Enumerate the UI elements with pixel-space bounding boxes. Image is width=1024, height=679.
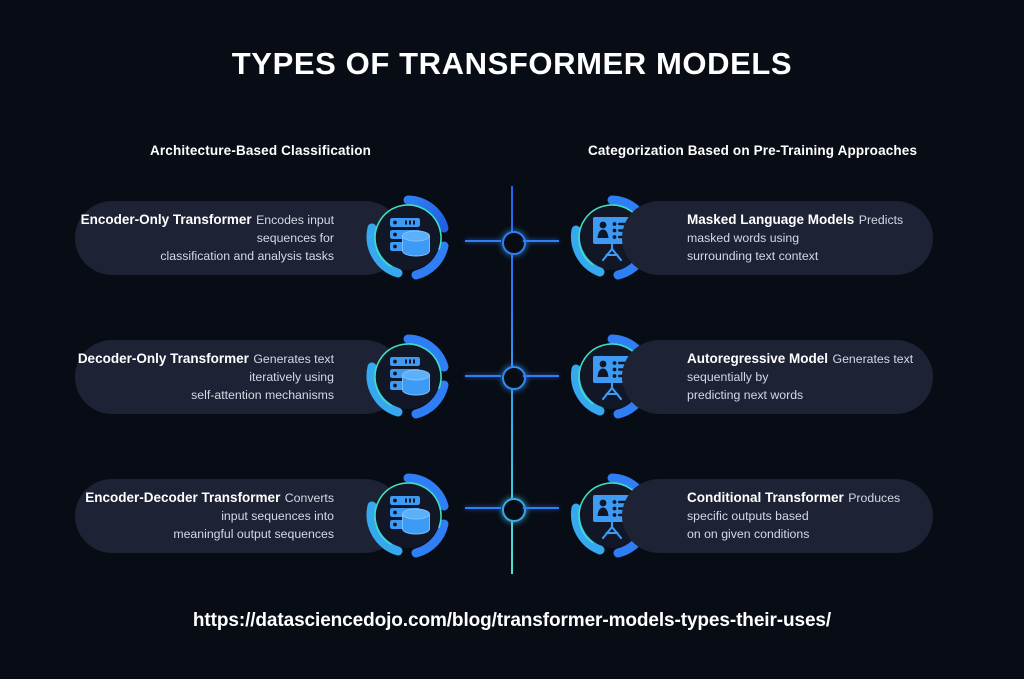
card-left-2[interactable]: Decoder-Only Transformer Generates text …	[75, 340, 402, 414]
connector-arm-right-2	[523, 375, 559, 377]
connector-arm-right-1	[523, 240, 559, 242]
card-right-1-description: Predicts masked words using surrounding …	[687, 213, 904, 263]
card-right-3-text: Conditional Transformer Produces specifi…	[687, 489, 933, 543]
source-url[interactable]: https://datasciencedojo.com/blog/transfo…	[192, 610, 832, 631]
right-column-header: Categorization Based on Pre-Training App…	[588, 143, 918, 158]
card-left-1-text: Encoder-Only Transformer Encodes input s…	[75, 211, 334, 265]
center-node-2	[502, 366, 526, 390]
card-right-1-title: Masked Language Models	[687, 212, 855, 227]
card-right-2-description: Generates text sequentially by predictin…	[687, 352, 914, 402]
server-database-icon-3	[358, 466, 458, 566]
row-3: Encoder-Decoder Transformer Converts inp…	[0, 466, 1024, 566]
page-title: TYPES OF TRANSFORMER MODELS	[231, 46, 793, 81]
card-left-1[interactable]: Encoder-Only Transformer Encodes input s…	[75, 201, 402, 275]
card-right-2[interactable]: Autoregressive Model Generates text sequ…	[622, 340, 933, 414]
connector-arm-left-3	[465, 507, 501, 509]
center-node-1	[502, 231, 526, 255]
card-right-2-text: Autoregressive Model Generates text sequ…	[687, 350, 933, 404]
connector-arm-left-1	[465, 240, 501, 242]
card-right-3-description: Produces specific outputs based on on gi…	[687, 491, 901, 541]
card-left-3-description: Converts input sequences into meaningful…	[173, 491, 334, 541]
card-right-3[interactable]: Conditional Transformer Produces specifi…	[622, 479, 933, 553]
card-left-3[interactable]: Encoder-Decoder Transformer Converts inp…	[75, 479, 402, 553]
connector-arm-right-3	[523, 507, 559, 509]
card-left-1-description: Encodes input sequences for classificati…	[160, 213, 334, 263]
row-1: Encoder-Only Transformer Encodes input s…	[0, 188, 1024, 288]
card-right-3-title: Conditional Transformer	[687, 490, 844, 505]
card-right-1[interactable]: Masked Language Models Predicts masked w…	[622, 201, 933, 275]
card-left-2-text: Decoder-Only Transformer Generates text …	[75, 350, 334, 404]
row-2: Decoder-Only Transformer Generates text …	[0, 327, 1024, 427]
card-left-2-title: Decoder-Only Transformer	[77, 351, 249, 366]
card-left-2-description: Generates text iteratively using self-at…	[191, 352, 334, 402]
server-database-icon-2	[358, 327, 458, 427]
card-right-2-title: Autoregressive Model	[687, 351, 829, 366]
card-left-1-title: Encoder-Only Transformer	[80, 212, 252, 227]
card-left-3-title: Encoder-Decoder Transformer	[85, 490, 281, 505]
server-database-icon-1	[358, 188, 458, 288]
left-column-header: Architecture-Based Classification	[150, 143, 372, 158]
card-right-1-text: Masked Language Models Predicts masked w…	[687, 211, 933, 265]
connector-arm-left-2	[465, 375, 501, 377]
card-left-3-text: Encoder-Decoder Transformer Converts inp…	[75, 489, 334, 543]
center-node-3	[502, 498, 526, 522]
